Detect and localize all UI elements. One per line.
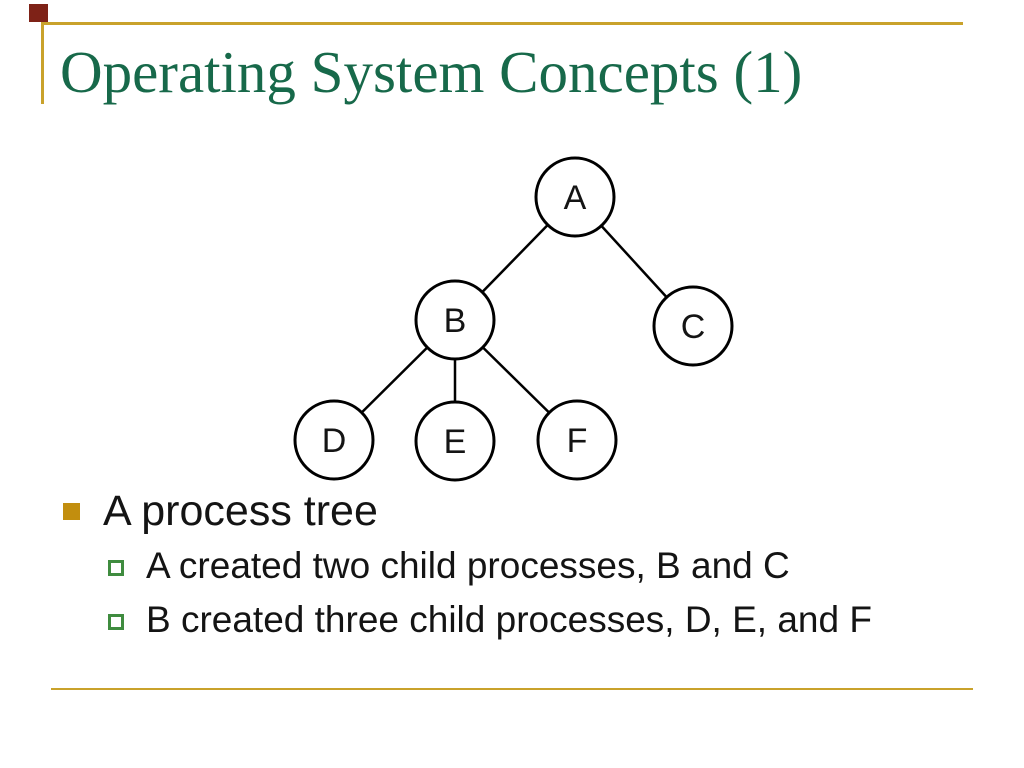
bullet-main-label: A process tree bbox=[103, 487, 378, 535]
process-node-label: B bbox=[444, 302, 467, 340]
process-node-label: E bbox=[444, 423, 467, 461]
bullet-sub-2: B created three child processes, D, E, a… bbox=[108, 599, 872, 641]
green-square-bullet-icon bbox=[108, 613, 124, 630]
process-node-circle bbox=[414, 279, 496, 361]
bullet-sub-2-label: B created three child processes, D, E, a… bbox=[146, 599, 872, 640]
bullet-main: A process tree bbox=[63, 487, 378, 536]
slide-title: Operating System Concepts (1) bbox=[60, 39, 803, 105]
process-node-B: B bbox=[414, 279, 496, 361]
process-node-circle bbox=[536, 399, 618, 481]
process-node-label: D bbox=[322, 422, 347, 460]
bullet-sub-1: A created two child processes, B and C bbox=[108, 545, 790, 587]
process-node-circle bbox=[534, 156, 616, 238]
gold-square-bullet-icon bbox=[63, 503, 80, 520]
process-node-circle bbox=[652, 285, 734, 367]
bottom-gold-rule bbox=[51, 688, 973, 690]
maroon-accent-square bbox=[29, 4, 48, 22]
process-node-circle bbox=[293, 399, 375, 481]
top-gold-rule bbox=[42, 22, 963, 25]
process-node-label: C bbox=[681, 308, 706, 346]
process-node-E: E bbox=[414, 400, 496, 482]
process-node-F: F bbox=[536, 399, 618, 481]
process-node-label: F bbox=[567, 422, 588, 460]
bullet-sub-1-label: A created two child processes, B and C bbox=[146, 545, 790, 586]
green-square-bullet-icon bbox=[108, 559, 124, 576]
process-node-circle bbox=[414, 400, 496, 482]
left-gold-rule bbox=[41, 22, 44, 104]
process-node-label: A bbox=[564, 179, 587, 217]
process-node-C: C bbox=[652, 285, 734, 367]
process-node-A: A bbox=[534, 156, 616, 238]
process-node-D: D bbox=[293, 399, 375, 481]
